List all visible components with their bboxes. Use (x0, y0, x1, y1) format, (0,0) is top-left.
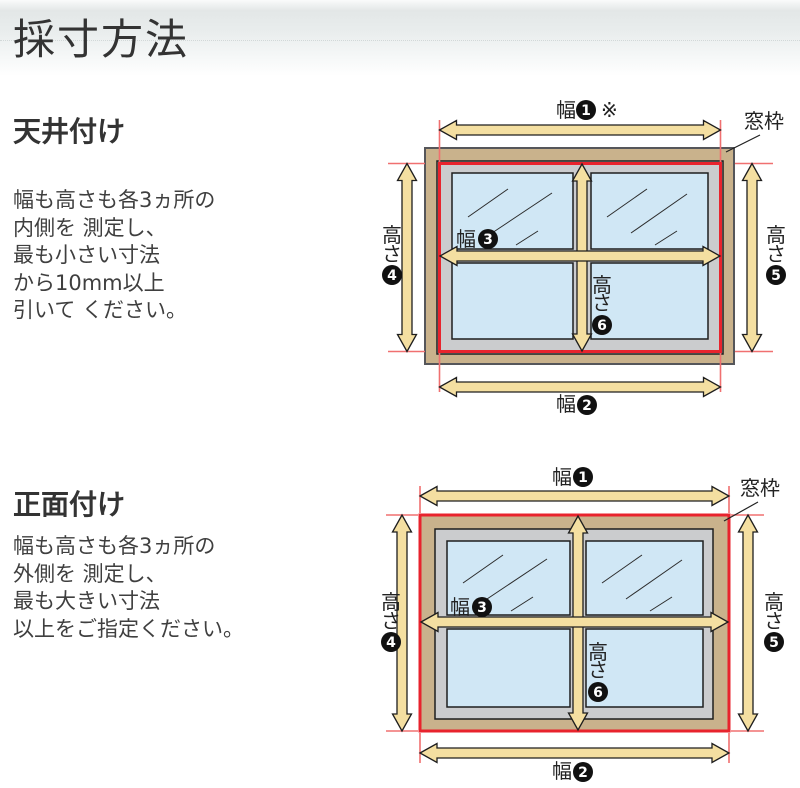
glass-pane (446, 628, 571, 708)
svg-text:1: 1 (578, 470, 588, 486)
width-3-label: 幅 (456, 227, 476, 251)
body-line: 幅も高さも各3ヵ所の (13, 534, 216, 558)
diagram-labels: 幅 1 窓枠 高 さ 4 高 さ 5 幅 3 高 さ 6 幅 2 (381, 465, 784, 783)
badge-6: 6 (592, 315, 612, 335)
badge-6: 6 (588, 682, 608, 702)
height-6-label: 高 (588, 640, 608, 664)
height-4-arrow (391, 513, 413, 733)
svg-text:さ: さ (381, 609, 401, 633)
body-line: 幅も高さも各3ヵ所の (13, 188, 216, 212)
height-4-arrow (396, 162, 418, 353)
svg-text:さ: さ (592, 291, 612, 315)
svg-text:4: 4 (387, 268, 397, 284)
page-header: 採寸方法 (0, 0, 800, 76)
width-2-arrow (418, 742, 731, 764)
glass-pane (590, 172, 709, 250)
badge-2: 2 (573, 762, 593, 782)
glass-pane (451, 262, 574, 340)
measure-guide-lines (388, 120, 773, 392)
svg-text:5: 5 (771, 268, 781, 284)
header-divider (0, 40, 800, 41)
glass-shine-lines (467, 188, 688, 246)
width-1-arrow (418, 485, 731, 507)
svg-text:3: 3 (483, 232, 493, 248)
window-frame-label: 窓枠 (740, 476, 780, 500)
window-frame-pointer (723, 501, 759, 522)
height-4-label: 高 (381, 590, 401, 614)
glass-pane (451, 172, 574, 250)
width-3-label: 幅 (450, 595, 470, 619)
width-3-arrow (419, 611, 730, 633)
width-1-arrow (438, 119, 722, 141)
body-line: 最も小さい寸法 (13, 243, 160, 267)
width-2-label: 幅 (556, 392, 576, 416)
badge-1: 1 (576, 100, 596, 120)
body-line: 最も大きい寸法 (13, 589, 160, 613)
width-1-label: 幅 (552, 465, 572, 489)
badge-4: 4 (382, 265, 402, 285)
svg-text:6: 6 (593, 685, 603, 701)
width-2-label: 幅 (552, 759, 572, 783)
svg-text:2: 2 (578, 765, 588, 781)
svg-text:3: 3 (477, 600, 487, 616)
note-mark: ※ (601, 98, 618, 122)
svg-text:1: 1 (581, 103, 591, 119)
body-line: 引いて ください。 (13, 298, 188, 322)
svg-text:6: 6 (597, 318, 607, 334)
badge-3: 3 (478, 229, 498, 249)
width-1-label: 幅 (556, 98, 576, 122)
width-2-arrow (438, 376, 722, 398)
svg-text:さ: さ (764, 609, 784, 633)
glass-panes (446, 540, 704, 708)
diagram-labels: 幅 1 ※ 窓枠 高 さ 4 高 さ 5 幅 3 高 さ 6 幅 2 (382, 98, 786, 416)
height-5-label: 高 (766, 223, 786, 247)
height-5-arrow (741, 162, 763, 353)
inside-measure-line (438, 162, 722, 353)
width-3-arrow (438, 245, 722, 267)
ceiling-mount-heading: 天井付け (13, 115, 126, 148)
body-line: 外側を 測定し、 (13, 561, 167, 586)
height-5-arrow (737, 513, 759, 733)
svg-text:2: 2 (582, 398, 592, 414)
svg-text:さ: さ (588, 658, 608, 682)
badge-2: 2 (577, 395, 597, 415)
height-6-label: 高 (592, 273, 612, 297)
badge-4: 4 (381, 632, 401, 652)
body-line: から10mm以上 (13, 270, 165, 295)
svg-text:5: 5 (769, 635, 779, 651)
glass-pane (585, 540, 704, 616)
measure-arrows (396, 119, 763, 398)
front-mount-instructions: 幅も高さも各3ヵ所の 外側を 測定し、 最も大きい寸法 以上をご指定ください。 (13, 533, 244, 643)
svg-text:4: 4 (386, 635, 396, 651)
front-mount-heading: 正面付け (13, 488, 126, 521)
glass-pane (446, 540, 571, 616)
height-5-label: 高 (764, 590, 784, 614)
badge-3: 3 (472, 597, 492, 617)
body-line: 以上をご指定ください。 (13, 616, 244, 641)
badge-1: 1 (573, 467, 593, 487)
ceiling-mount-instructions: 幅も高さも各3ヵ所の 内側を 測定し、 最も小さい寸法 から10mm以上 引いて… (13, 187, 215, 325)
badge-5: 5 (766, 265, 786, 285)
window-frame-pointer (725, 134, 761, 153)
glass-shine-lines (462, 554, 683, 612)
front-mount-diagram: 幅 1 窓枠 高 さ 4 高 さ 5 幅 3 高 さ 6 幅 2 (381, 465, 784, 783)
body-line: 内側を 測定し、 (13, 215, 167, 240)
badge-5: 5 (764, 632, 784, 652)
svg-text:さ: さ (382, 242, 402, 266)
page-title: 採寸方法 (13, 15, 190, 64)
window-frame-label: 窓枠 (744, 109, 784, 133)
measure-arrows (391, 485, 759, 764)
ceiling-mount-diagram: 幅 1 ※ 窓枠 高 さ 4 高 さ 5 幅 3 高 さ 6 幅 2 (382, 98, 786, 416)
height-4-label: 高 (382, 223, 402, 247)
svg-text:さ: さ (766, 242, 786, 266)
